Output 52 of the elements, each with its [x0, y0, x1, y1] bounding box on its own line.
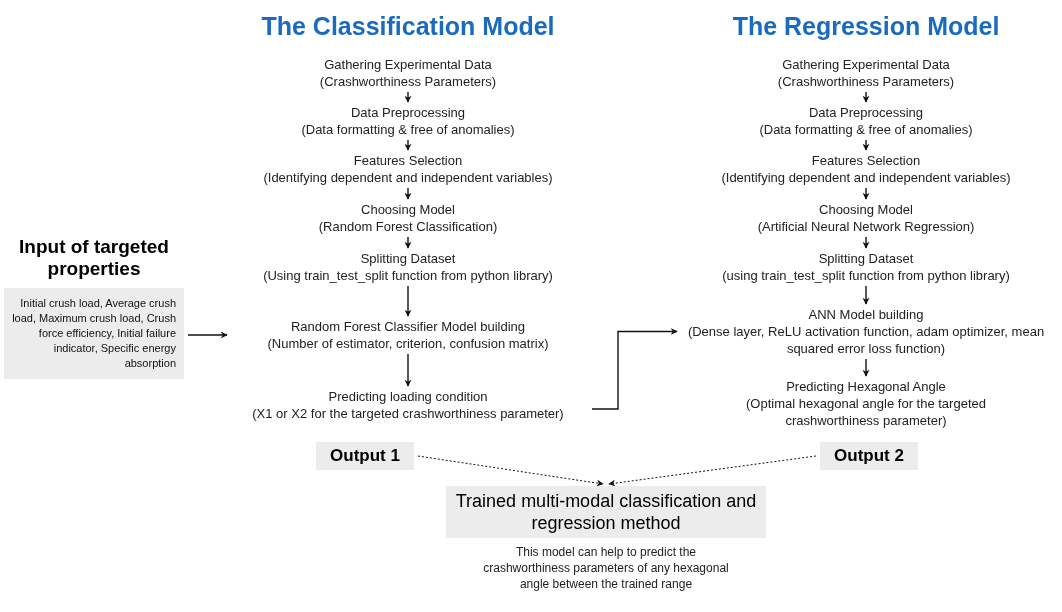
- step-detail: (Data formatting & free of anomalies): [301, 121, 515, 138]
- step-detail: (Identifying dependent and independent variables): [263, 169, 553, 186]
- step-title: Splitting Dataset: [818, 250, 914, 267]
- step-detail: (Number of estimator, criterion, confusion matrix): [267, 335, 549, 352]
- column-title: The Regression Model: [731, 11, 1001, 42]
- arrow: [862, 91, 870, 103]
- arrow: [862, 358, 870, 377]
- step-detail: (Optimal hexagonal angle for the targeted crashworthiness parameter): [745, 395, 987, 429]
- input-heading: Input of targeted properties: [18, 236, 170, 280]
- step-title: Features Selection: [353, 152, 463, 169]
- step-title: Predicting Hexagonal Angle: [786, 378, 946, 395]
- arrow: [404, 285, 412, 317]
- output-box: Output 1: [316, 442, 414, 470]
- step-title: Choosing Model: [819, 201, 913, 218]
- arrow: [862, 139, 870, 151]
- arrow: [404, 353, 412, 387]
- step-title: Data Preprocessing: [350, 104, 466, 121]
- arrow: [404, 91, 412, 103]
- step-title: Predicting loading condition: [328, 388, 488, 405]
- arrow: [862, 236, 870, 249]
- step-detail: (Data formatting & free of anomalies): [759, 121, 973, 138]
- step-detail: (Artificial Neural Network Regression): [757, 218, 975, 235]
- arrow: [404, 236, 412, 249]
- step-title: Choosing Model: [361, 201, 455, 218]
- step-detail: (Random Forest Classification): [318, 218, 498, 235]
- note-text: This model can help to predict the crashworthiness parameters of any hexagonal angle between the trained range: [482, 544, 730, 592]
- arrow: [591, 328, 678, 410]
- step-title: Splitting Dataset: [360, 250, 456, 267]
- step-title: Features Selection: [811, 152, 921, 169]
- arrow: [404, 139, 412, 151]
- arrow: [862, 285, 870, 305]
- step-detail: (Crashworthiness Parameters): [319, 73, 497, 90]
- step-title: Random Forest Classifier Model building: [290, 318, 526, 335]
- column-title: The Classification Model: [260, 11, 556, 42]
- output-box: Output 2: [820, 442, 918, 470]
- step-title: ANN Model building: [808, 306, 924, 323]
- step-detail: (Identifying dependent and independent variables): [721, 169, 1011, 186]
- arrow: [404, 187, 412, 200]
- step-title: Gathering Experimental Data: [782, 56, 950, 73]
- step-title: Gathering Experimental Data: [324, 56, 492, 73]
- step-detail: (using train_test_split function from python library): [722, 267, 1010, 284]
- step-detail: (Crashworthiness Parameters): [777, 73, 955, 90]
- step-detail: (Dense layer, ReLU activation function, adam optimizer, mean squared error loss function): [686, 323, 1046, 357]
- step-detail: (X1 or X2 for the targeted crashworthiness parameter): [252, 405, 564, 422]
- arrow: [187, 331, 228, 339]
- dotted-arrow: [417, 455, 604, 487]
- step-title: Data Preprocessing: [808, 104, 924, 121]
- dotted-arrow: [608, 455, 817, 487]
- property-list: Initial crush load, Average crush load, Maximum crush load, Crush force efficiency, Initial failure indicator, Specific energy absorption: [4, 288, 184, 379]
- arrow: [862, 187, 870, 200]
- result-box: Trained multi-modal classification and regression method: [446, 486, 766, 538]
- step-detail: (Using train_test_split function from python library): [263, 267, 553, 284]
